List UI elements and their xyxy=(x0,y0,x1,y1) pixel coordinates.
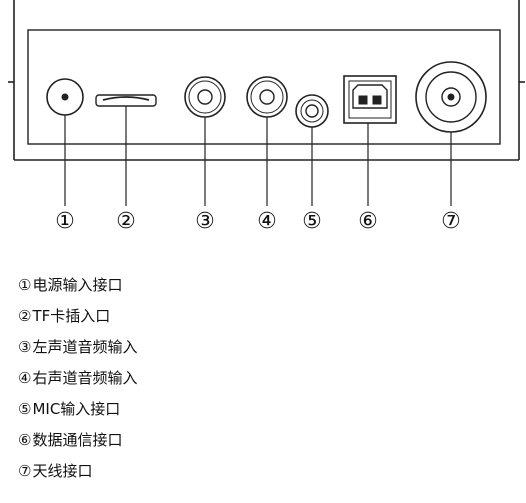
legend-item: ②TF卡插入口 xyxy=(18,303,137,334)
legend-number: ⑤ xyxy=(18,400,32,418)
callout-1: ① xyxy=(55,209,75,234)
rear-panel-diagram: ① ② ③ ④ ⑤ ⑥ ⑦ xyxy=(8,0,525,234)
legend-label: MIC输入接口 xyxy=(32,400,121,418)
legend-label: TF卡插入口 xyxy=(32,307,111,325)
callout-3: ③ xyxy=(195,209,215,234)
legend-item: ⑤MIC输入接口 xyxy=(18,396,137,427)
callout-2: ② xyxy=(116,209,136,234)
callout-4: ④ xyxy=(257,209,277,234)
legend-number: ⑥ xyxy=(18,431,32,449)
legend-label: 右声道音频输入 xyxy=(32,369,138,387)
legend-label: 左声道音频输入 xyxy=(32,338,138,356)
leader-lines xyxy=(64,106,452,206)
legend-item: ③左声道音频输入 xyxy=(18,334,137,365)
legend-item: ④右声道音频输入 xyxy=(18,365,137,396)
legend-label: 天线接口 xyxy=(32,462,93,480)
legend-number: ⑦ xyxy=(18,462,32,480)
legend-number: ④ xyxy=(18,369,32,387)
panel-face xyxy=(27,29,501,145)
legend-label: 数据通信接口 xyxy=(32,431,123,449)
callout-7: ⑦ xyxy=(441,209,461,234)
legend-item: ①电源输入接口 xyxy=(18,272,137,303)
callout-5: ⑤ xyxy=(302,209,322,234)
legend-number: ① xyxy=(18,276,32,294)
port-legend: ①电源输入接口 ②TF卡插入口 ③左声道音频输入 ④右声道音频输入 ⑤MIC输入… xyxy=(18,272,137,489)
antenna-connector xyxy=(415,61,487,133)
usb-data-port xyxy=(343,75,397,124)
callout-6: ⑥ xyxy=(358,209,378,234)
legend-number: ② xyxy=(18,307,32,325)
legend-item: ⑥数据通信接口 xyxy=(18,427,137,458)
callout-numbers: ① ② ③ ④ ⑤ ⑥ ⑦ xyxy=(55,209,461,234)
legend-number: ③ xyxy=(18,338,32,356)
legend-label: 电源输入接口 xyxy=(32,276,123,294)
legend-item: ⑦天线接口 xyxy=(18,458,137,489)
